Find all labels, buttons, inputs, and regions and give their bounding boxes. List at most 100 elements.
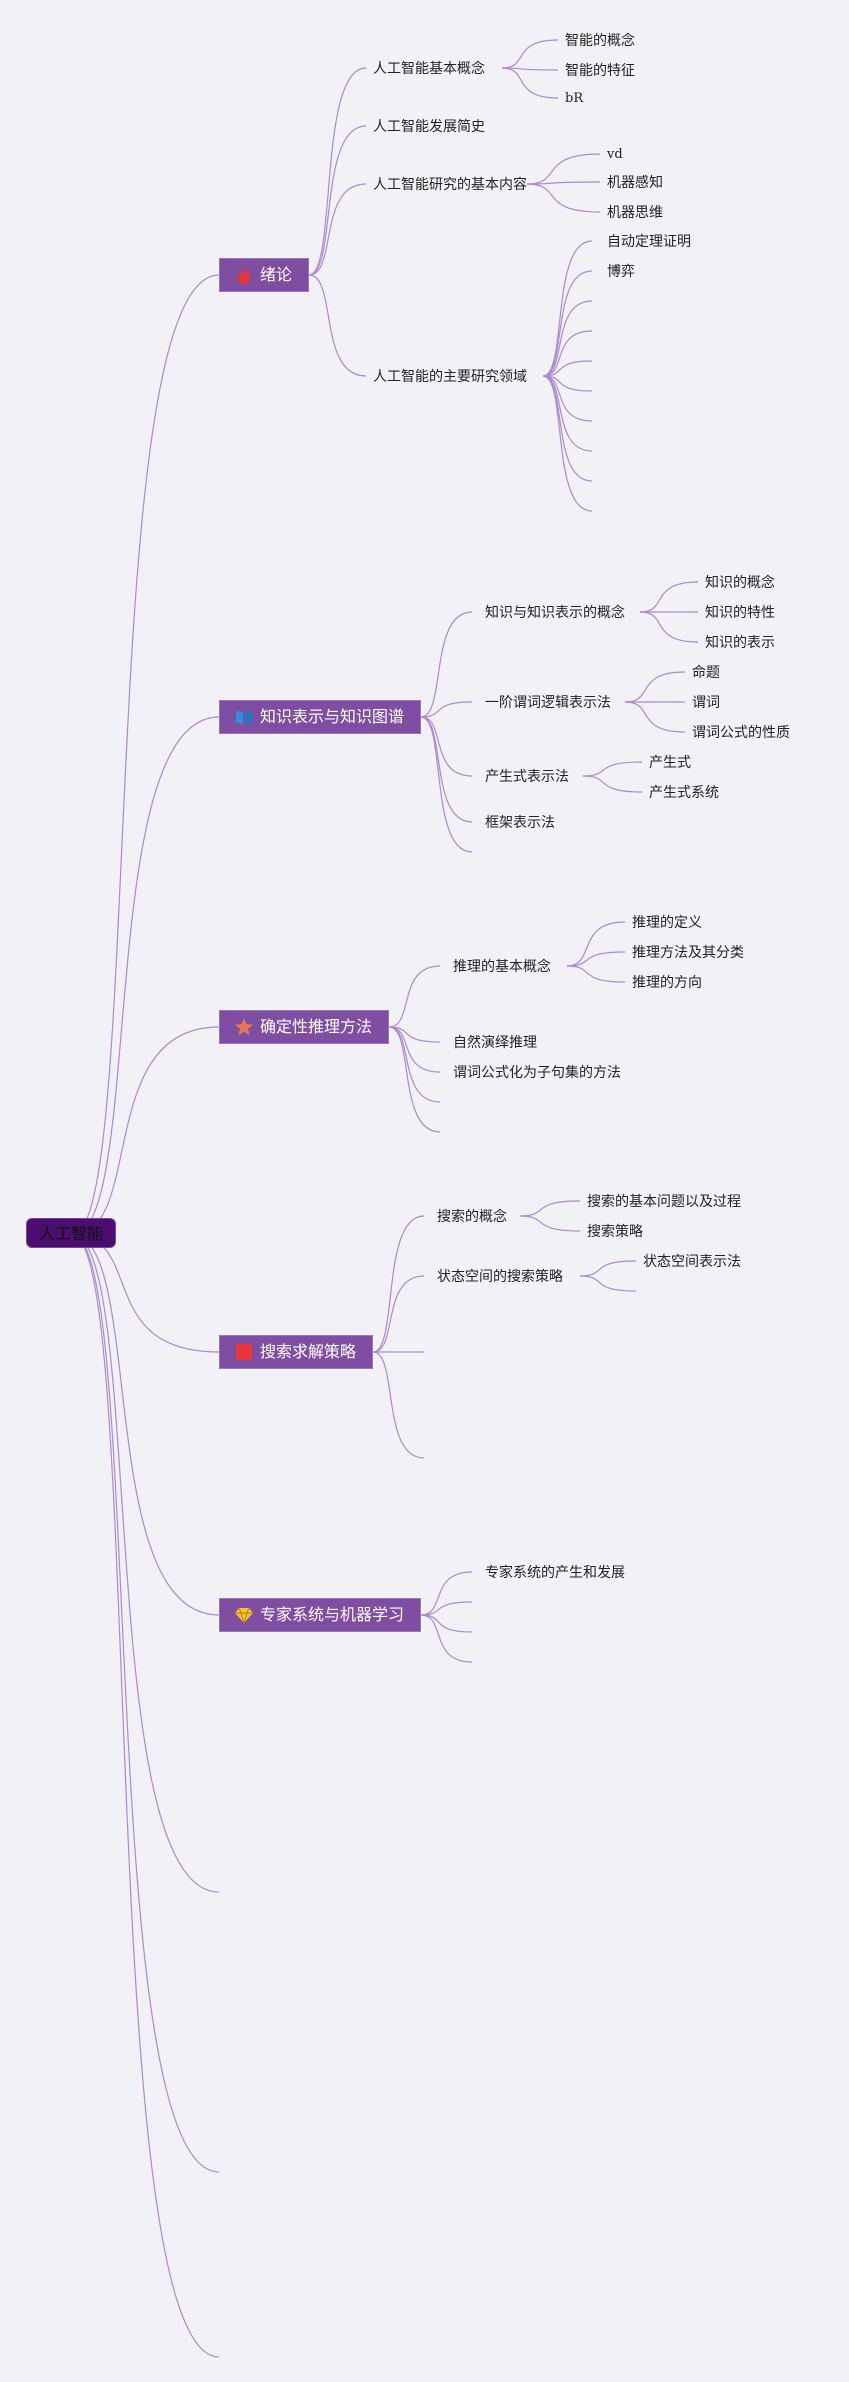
topic-node[interactable]: 知识与知识表示的概念 [485,605,625,621]
topic-node[interactable]: 状态空间的搜索策略 [437,1269,563,1285]
root-connector [71,1234,220,2173]
leaf-connector [501,67,559,99]
root-connector [71,1234,220,2358]
leaf-connector [526,183,601,213]
leaf-node[interactable]: 搜索的基本问题以及过程 [587,1194,741,1210]
leaf-connector [526,181,601,185]
topic-connector [388,1026,441,1133]
topic-connector [420,1614,473,1633]
topic-connector [388,1026,441,1043]
leaf-connector [579,1275,637,1292]
root-connector [71,1234,220,1353]
leaf-connector [639,581,699,613]
branch-intro[interactable]: 绪论 [219,258,309,292]
branch-knowledge-representation[interactable]: 知识表示与知识图谱 [219,700,421,734]
leaf-node[interactable]: 智能的概念 [565,33,635,49]
square-icon [236,1344,252,1360]
topic-connector [420,716,473,823]
topic-connector [372,1275,425,1353]
leaf-node[interactable]: 博弈 [607,264,635,280]
topic-connector [388,965,441,1028]
leaf-node[interactable]: 智能的特征 [565,63,635,79]
leaf-connector [542,375,593,512]
leaf-node[interactable]: vd [607,147,623,162]
leaf-connector [542,330,593,377]
leaf-connector [519,1200,581,1217]
branch-label: 知识表示与知识图谱 [260,707,405,726]
leaf-connector [582,775,643,793]
leaf-connector [624,671,686,703]
leaf-node[interactable]: 知识的表示 [705,635,775,651]
leaf-node[interactable]: 搜索策略 [587,1224,643,1240]
leaf-connector [542,240,593,377]
leaf-node[interactable]: 状态空间表示法 [643,1254,741,1270]
leaf-connector [542,300,593,377]
star-icon [235,1018,253,1036]
topic-connector [420,701,473,718]
topic-node[interactable]: 专家系统的产生和发展 [485,1565,625,1581]
root-connector [71,716,220,1236]
topic-node[interactable]: 推理的基本概念 [453,959,551,975]
leaf-connector [624,701,686,733]
topic-node[interactable]: 框架表示法 [485,815,555,831]
branch-label: 绪论 [260,265,293,284]
fire-icon [238,266,250,284]
topic-node[interactable]: 一阶谓词逻辑表示法 [485,695,611,711]
topic-node[interactable]: 自然演绎推理 [453,1035,537,1051]
root-connector [71,1026,220,1236]
leaf-node[interactable]: bR [565,91,584,106]
branch-label: 搜索求解策略 [260,1342,357,1361]
leaf-connector [582,761,643,777]
leaf-connector [501,39,559,69]
topic-connector [388,1026,441,1073]
topic-node[interactable]: 产生式表示法 [485,769,569,785]
topic-node[interactable]: 人工智能基本概念 [373,61,485,77]
gem-icon [235,1607,253,1625]
branch-expert-systems[interactable]: 专家系统与机器学习 [219,1598,421,1632]
leaf-node[interactable]: 机器感知 [607,175,663,191]
leaf-node[interactable]: 机器思维 [607,205,663,221]
leaf-node[interactable]: 推理方法及其分类 [632,945,744,961]
leaf-node[interactable]: 产生式系统 [649,785,719,801]
leaf-node[interactable]: 产生式 [649,755,691,771]
branch-label: 专家系统与机器学习 [260,1605,405,1624]
root-node[interactable]: 人工智能 [26,1218,116,1248]
leaf-connector [639,611,699,643]
topic-connector [420,716,473,777]
leaf-connector [542,270,593,377]
leaf-node[interactable]: 推理的方向 [632,975,702,991]
root-connector [71,1234,220,1893]
leaf-connector [542,360,593,377]
topic-node[interactable]: 人工智能的主要研究领域 [373,369,527,385]
branch-search-strategy[interactable]: 搜索求解策略 [219,1335,373,1369]
leaf-connector [566,921,626,967]
topic-node[interactable]: 搜索的概念 [437,1209,507,1225]
topic-node[interactable]: 人工智能研究的基本内容 [373,177,527,193]
topic-connector [420,716,473,853]
leaf-node[interactable]: 知识的概念 [705,575,775,591]
leaf-connector [579,1260,637,1277]
topic-node[interactable]: 人工智能发展简史 [373,119,485,135]
leaf-node[interactable]: 知识的特性 [705,605,775,621]
leaf-node[interactable]: 谓词 [692,695,720,711]
leaf-connector [526,153,601,185]
topic-connector [308,183,367,276]
leaf-connector [542,375,593,392]
book-icon [236,711,252,724]
topic-node[interactable]: 谓词公式化为子句集的方法 [453,1065,621,1081]
leaf-node[interactable]: 自动定理证明 [607,234,691,250]
topic-connector [308,274,367,377]
leaf-node[interactable]: 谓词公式的性质 [692,725,790,741]
root-connector [71,274,220,1236]
leaf-node[interactable]: 推理的定义 [632,915,702,931]
leaf-node[interactable]: 命题 [692,665,720,681]
leaf-connector [542,375,593,422]
topic-connector [420,1614,473,1663]
topic-connector [372,1351,425,1459]
root-connector [71,1234,220,1616]
branch-label: 确定性推理方法 [260,1017,373,1036]
topic-connector [420,1571,473,1616]
leaf-connector [566,965,626,983]
branch-deterministic-reasoning[interactable]: 确定性推理方法 [219,1010,389,1044]
